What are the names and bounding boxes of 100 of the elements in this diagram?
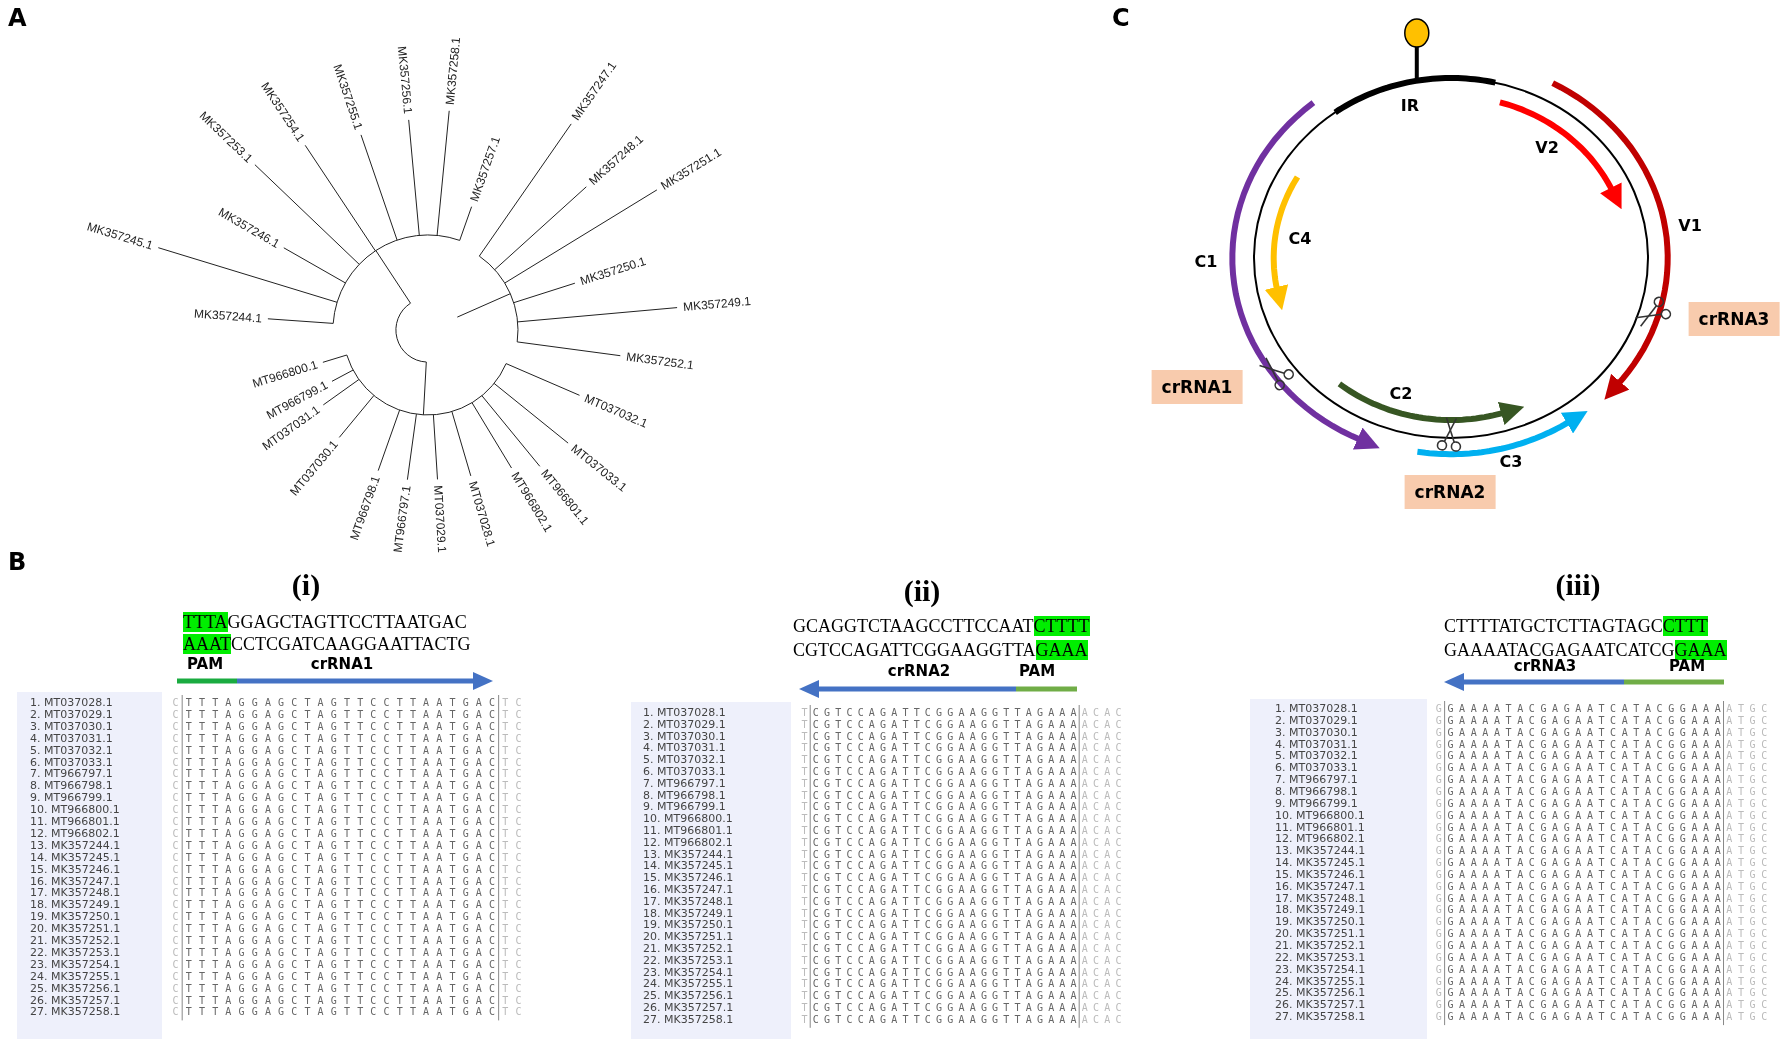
sequence-label: PAM: [1018, 662, 1056, 680]
sequence-name: 26. MK357257.1: [30, 994, 121, 1007]
flanking-bases: ACAC: [1081, 718, 1122, 731]
flanking-bases: ATGC: [1726, 797, 1768, 810]
sequence-name: 16. MK357247.1: [30, 875, 121, 888]
flanking-bases: ACAC: [1081, 895, 1122, 908]
aligned-sequence: CGTCCAGATTCGGAAGGTTAGAAA: [812, 742, 1077, 755]
aligned-sequence: CGTCCAGATTCGGAAGGTTAGAAA: [812, 1013, 1077, 1026]
aligned-sequence: GAAAATACGAGAATCATACGGAAA: [1447, 821, 1721, 834]
flanking-bases: ACAC: [1081, 801, 1122, 814]
aligned-sequence: CGTCCAGATTCGGAAGGTTAGAAA: [812, 860, 1077, 873]
flanking-bases: T: [801, 943, 808, 955]
flanking-bases: TC: [502, 923, 522, 936]
gene-label: C2: [1389, 383, 1413, 403]
flanking-bases: TC: [502, 863, 522, 876]
flanking-bases: G: [1435, 928, 1442, 941]
flanking-bases: ATGC: [1726, 726, 1768, 739]
sequence-name: 20. MK357251.1: [1275, 928, 1366, 941]
flanking-bases: ACAC: [1081, 848, 1122, 861]
target-sequence: AAATCCTCGATCAAGGAATTACTG: [183, 633, 471, 655]
flanking-bases: C: [172, 756, 179, 769]
flanking-bases: ATGC: [1726, 833, 1768, 846]
aligned-sequence: TTTAGGAGCTAGTTCCTTAATGAC: [185, 756, 495, 769]
sequence-name: 16. MK357247.1: [1275, 880, 1366, 893]
accession-label: MK357244.1: [193, 306, 263, 326]
sequence-name: 27. MK357258.1: [1275, 1011, 1366, 1024]
sequence-name: 9. MT966799.1: [643, 801, 726, 814]
sequence-name: 2. MT037029.1: [643, 718, 726, 731]
flanking-bases: ACAC: [1081, 777, 1122, 790]
target-sequence: CTTTTATGCTCTTAGTAGCCTTT: [1444, 615, 1708, 637]
sequence-name: 20. MK357251.1: [643, 931, 734, 944]
sequence-name: 6. MT037033.1: [1275, 762, 1358, 775]
flanking-bases: ATGC: [1726, 880, 1768, 893]
sequence-name: 16. MK357247.1: [643, 884, 734, 896]
flanking-bases: G: [1435, 726, 1442, 739]
aligned-sequence: GAAAATACGAGAATCATACGGAAA: [1447, 833, 1721, 846]
flanking-bases: ATGC: [1726, 916, 1768, 929]
accession-label: MK357249.1: [682, 294, 752, 314]
aligned-sequence: TTTAGGAGCTAGTTCCTTAATGAC: [185, 994, 495, 1007]
sequence-name: 13. MK357244.1: [643, 848, 734, 861]
sequence-name: 15. MK357246.1: [643, 872, 734, 885]
flanking-bases: T: [801, 742, 808, 755]
accession-label: MT966797.1: [390, 484, 414, 554]
aligned-sequence: CGTCCAGATTCGGAAGGTTAGAAA: [812, 943, 1077, 955]
flanking-bases: TC: [502, 887, 522, 900]
aligned-sequence: TTTAGGAGCTAGTTCCTTAATGAC: [185, 1006, 495, 1019]
flanking-bases: ACAC: [1081, 836, 1122, 849]
flanking-bases: ACAC: [1081, 742, 1122, 755]
flanking-bases: G: [1435, 738, 1442, 751]
aligned-sequence: GAAAATACGAGAATCATACGGAAA: [1447, 785, 1721, 798]
sequence-name: 7. MT966797.1: [1275, 774, 1358, 787]
flanking-bases: ATGC: [1726, 785, 1768, 798]
flanking-bases: G: [1435, 785, 1442, 798]
sequence-name: 14. MK357245.1: [30, 851, 121, 864]
flanking-bases: TC: [502, 1006, 522, 1019]
flanking-bases: ATGC: [1726, 975, 1768, 988]
flanking-bases: G: [1435, 868, 1442, 881]
sequence-label: PAM: [186, 655, 224, 673]
accession-label: MT037029.1: [430, 484, 450, 554]
flanking-bases: T: [801, 766, 808, 778]
sequence-name: 27. MK357258.1: [30, 1006, 121, 1019]
aligned-sequence: TTTAGGAGCTAGTTCCTTAATGAC: [185, 970, 495, 983]
flanking-bases: C: [172, 708, 179, 721]
sequence-name: 19. MK357250.1: [30, 911, 121, 924]
aligned-sequence: GAAAATACGAGAATCATACGGAAA: [1447, 880, 1721, 893]
sequence-name: 22. MK357253.1: [1275, 951, 1366, 964]
flanking-bases: ACAC: [1081, 943, 1122, 955]
accession-label: MK357258.1: [442, 36, 464, 106]
flanking-bases: ATGC: [1726, 963, 1768, 976]
sequence-name: 5. MT037032.1: [643, 754, 726, 767]
flanking-bases: TC: [502, 839, 522, 852]
flanking-bases: TC: [502, 708, 522, 721]
flanking-bases: G: [1435, 714, 1442, 727]
panel-heading: (i): [291, 568, 321, 602]
aligned-sequence: TTTAGGAGCTAGTTCCTTAATGAC: [185, 839, 495, 852]
sequence-name: 1. MT037028.1: [1275, 703, 1358, 715]
sequence-label: crRNA2: [887, 662, 951, 680]
sequence-label: crRNA1: [310, 655, 374, 673]
sequence-name: 3. MT037030.1: [643, 730, 726, 743]
aligned-sequence: GAAAATACGAGAATCATACGGAAA: [1447, 797, 1721, 810]
flanking-bases: G: [1435, 797, 1442, 810]
flanking-bases: C: [172, 851, 179, 864]
flanking-bases: ATGC: [1726, 999, 1768, 1012]
aligned-sequence: GAAAATACGAGAATCATACGGAAA: [1447, 999, 1721, 1012]
aligned-sequence: TTTAGGAGCTAGTTCCTTAATGAC: [185, 875, 495, 888]
sequence-name: 26. MK357257.1: [1275, 999, 1366, 1012]
flanking-bases: T: [801, 825, 808, 837]
aligned-sequence: TTTAGGAGCTAGTTCCTTAATGAC: [185, 982, 495, 995]
flanking-bases: C: [172, 863, 179, 876]
flanking-bases: G: [1435, 940, 1442, 952]
aligned-sequence: GAAAATACGAGAATCATACGGAAA: [1447, 857, 1721, 870]
sequence-name: 11. MT966801.1: [30, 816, 120, 828]
flanking-bases: ATGC: [1726, 750, 1768, 763]
aligned-sequence: CGTCCAGATTCGGAAGGTTAGAAA: [812, 718, 1077, 731]
aligned-sequence: GAAAATACGAGAATCATACGGAAA: [1447, 975, 1721, 988]
flanking-bases: T: [801, 789, 808, 802]
aligned-sequence: GAAAATACGAGAATCATACGGAAA: [1447, 892, 1721, 905]
flanking-bases: G: [1435, 892, 1442, 905]
aligned-sequence: TTTAGGAGCTAGTTCCTTAATGAC: [185, 911, 495, 924]
sequence-name: 14. MK357245.1: [1275, 857, 1366, 870]
